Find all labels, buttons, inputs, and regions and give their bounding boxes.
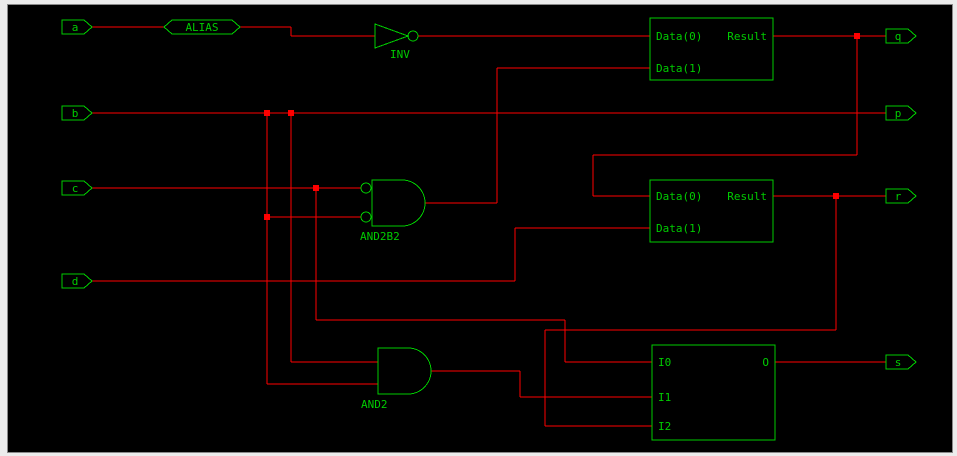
port-label: q — [895, 30, 902, 43]
compare-block-2[interactable]: Data(0) Data(1) Result — [649, 179, 774, 243]
port-shape — [885, 188, 917, 204]
mux-block[interactable]: I0 I1 I2 O — [651, 344, 776, 441]
compare-block-1[interactable]: Data(0) Data(1) Result — [649, 17, 774, 81]
output-port-q[interactable]: q — [885, 28, 917, 44]
pin-label: Data(1) — [656, 222, 702, 235]
and2b2-gate[interactable]: AND2B2 — [360, 179, 426, 243]
pin-label: O — [762, 356, 769, 369]
input-port-d[interactable]: d — [61, 273, 93, 289]
junction-dot — [264, 110, 270, 116]
input-port-c[interactable]: c — [61, 180, 93, 196]
port-label: b — [72, 107, 79, 120]
output-port-s[interactable]: s — [885, 354, 917, 370]
pin-label: Result — [727, 30, 767, 43]
port-shape — [61, 273, 93, 289]
junction-dot — [288, 110, 294, 116]
pin-label: Data(0) — [656, 30, 702, 43]
output-port-r[interactable]: r — [885, 188, 917, 204]
block-outline — [651, 344, 776, 441]
schematic-drawing: a b c d q p r s ALIAS INV — [61, 17, 917, 441]
port-shape — [885, 354, 917, 370]
pin-label: Data(0) — [656, 190, 702, 203]
port-shape — [885, 105, 917, 121]
and-body — [377, 347, 432, 395]
block-outline — [649, 179, 774, 243]
input-bubble — [360, 211, 372, 223]
port-shape — [885, 28, 917, 44]
pin-label: I1 — [658, 391, 671, 404]
and-body — [371, 179, 426, 227]
junctions — [264, 33, 860, 220]
pin-label: Result — [727, 190, 767, 203]
port-label: d — [72, 275, 79, 288]
port-label: p — [895, 107, 902, 120]
alias-flag[interactable]: ALIAS — [163, 19, 241, 35]
inverter-bubble — [407, 30, 419, 42]
gate-label: INV — [390, 48, 410, 61]
pin-label: I2 — [658, 420, 671, 433]
block-outline — [649, 17, 774, 81]
alias-shape — [163, 19, 241, 35]
alias-label: ALIAS — [185, 21, 218, 34]
port-shape — [61, 180, 93, 196]
port-shape — [61, 19, 93, 35]
port-label: a — [72, 21, 79, 34]
input-bubble — [360, 182, 372, 194]
junction-dot — [854, 33, 860, 39]
schematic-canvas[interactable]: a b c d q p r s ALIAS INV — [7, 4, 953, 453]
port-label: s — [895, 356, 902, 369]
wires — [92, 26, 886, 427]
port-label: r — [895, 190, 902, 203]
pin-label: I0 — [658, 356, 671, 369]
port-shape — [61, 105, 93, 121]
input-port-a[interactable]: a — [61, 19, 93, 35]
junction-dot — [313, 185, 319, 191]
input-port-b[interactable]: b — [61, 105, 93, 121]
gate-label: AND2B2 — [360, 230, 400, 243]
and2-gate[interactable]: AND2 — [361, 347, 432, 411]
inv-gate[interactable]: INV — [374, 23, 419, 61]
output-port-p[interactable]: p — [885, 105, 917, 121]
pin-label: Data(1) — [656, 62, 702, 75]
junction-dot — [833, 193, 839, 199]
inverter-triangle — [374, 23, 410, 49]
gate-label: AND2 — [361, 398, 388, 411]
junction-dot — [264, 214, 270, 220]
port-label: c — [72, 182, 79, 195]
